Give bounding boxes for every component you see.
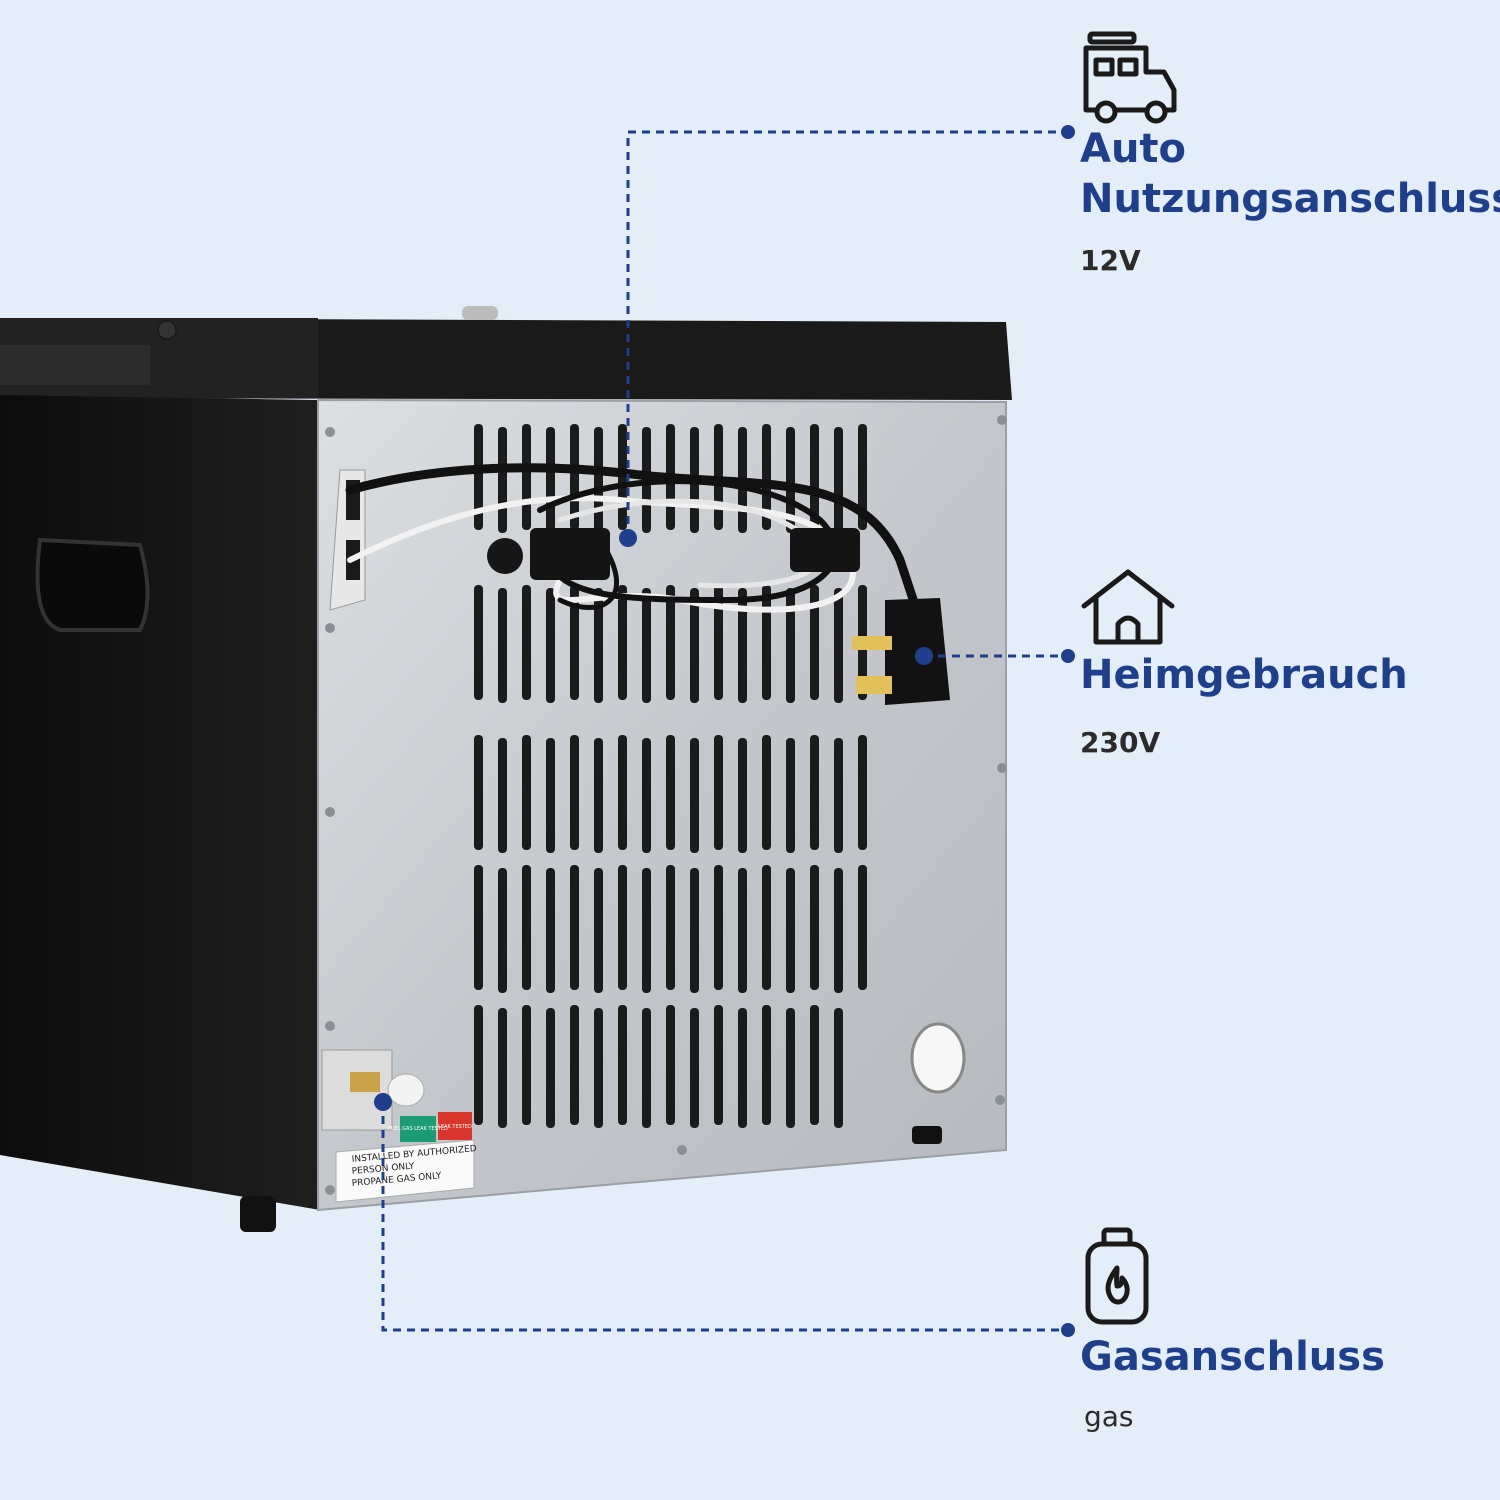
vent-slot — [786, 427, 795, 533]
vent-slot — [714, 1005, 723, 1125]
vent-slot — [834, 738, 843, 853]
carry-handle — [35, 537, 150, 632]
vent-slot — [498, 427, 507, 533]
feature-voltage-home: 230V — [1080, 726, 1161, 759]
vent-slot — [522, 735, 531, 850]
vent-slot — [738, 1008, 747, 1128]
vent-slot — [666, 865, 675, 990]
vent-slot — [618, 865, 627, 990]
vent-slot — [810, 865, 819, 990]
vent-slot — [546, 1008, 555, 1128]
feature-sub-gas: gas — [1084, 1400, 1134, 1433]
vent-slot — [834, 588, 843, 703]
vent-slot — [858, 424, 867, 530]
vent-slot — [642, 1008, 651, 1128]
vent-slot — [786, 738, 795, 853]
vent-slot — [810, 424, 819, 530]
feature-title-auto-line2: Nutzungsanschluss — [1080, 176, 1500, 222]
feature-voltage-auto: 12V — [1080, 244, 1141, 277]
vent-slot — [570, 424, 579, 530]
vent-slot — [474, 865, 483, 990]
vent-slot — [690, 1008, 699, 1128]
feature-title-gas: Gasanschluss — [1080, 1334, 1385, 1380]
vent-slots — [474, 424, 867, 1128]
camper-van-icon — [1083, 31, 1177, 124]
vent-slot — [738, 868, 747, 993]
fridge-side-panel — [0, 395, 320, 1210]
gas-cylinder-icon — [1085, 1227, 1149, 1325]
vent-slot — [546, 427, 555, 533]
vent-slot — [858, 865, 867, 990]
feature-title-home: Heimgebrauch — [1080, 652, 1408, 698]
vent-slot — [810, 735, 819, 850]
vent-slot — [810, 585, 819, 700]
vent-slot — [498, 738, 507, 853]
tag-red-text: LEAK TESTED — [438, 1124, 472, 1130]
vent-slot — [834, 1008, 843, 1128]
vent-slot — [546, 588, 555, 703]
vent-slot — [642, 868, 651, 993]
vent-slot — [762, 585, 771, 700]
vent-slot — [594, 427, 603, 533]
vent-slot — [666, 735, 675, 850]
vent-slot — [762, 424, 771, 530]
vent-slot — [522, 1005, 531, 1125]
vent-slot — [834, 868, 843, 993]
callout-line-auto — [626, 130, 1066, 538]
vent-slot — [738, 588, 747, 703]
vent-slot — [690, 588, 699, 703]
vent-slot — [570, 1005, 579, 1125]
vent-slot — [522, 585, 531, 700]
vent-slot — [714, 585, 723, 700]
vent-slot — [498, 868, 507, 993]
vent-slot — [690, 738, 699, 853]
vent-slot — [594, 588, 603, 703]
vent-slot — [762, 865, 771, 990]
vent-slot — [618, 735, 627, 850]
vent-slot — [666, 1005, 675, 1125]
vent-slot — [786, 868, 795, 993]
tag-green-text: FUEL GAS LEAK TESTED — [388, 1126, 448, 1132]
vent-slot — [522, 865, 531, 990]
vent-slot — [762, 735, 771, 850]
vent-slot — [570, 865, 579, 990]
vent-slot — [714, 865, 723, 990]
feature-title-auto: Auto Nutzungsanschluss — [1080, 124, 1500, 224]
vent-slot — [498, 1008, 507, 1128]
house-icon — [1081, 569, 1175, 645]
vent-slot — [498, 588, 507, 703]
vent-slot — [522, 424, 531, 530]
vent-slot — [474, 735, 483, 850]
callout-line-gas — [381, 1102, 1068, 1332]
vent-slot — [594, 738, 603, 853]
vent-slot — [546, 868, 555, 993]
vent-slot — [714, 735, 723, 850]
vent-slot — [786, 588, 795, 703]
vent-slot — [474, 424, 483, 530]
vent-slot — [474, 585, 483, 700]
vent-slot — [642, 588, 651, 703]
vent-slot — [546, 738, 555, 853]
vent-slot — [666, 585, 675, 700]
vent-slot — [690, 868, 699, 993]
vent-slot — [474, 1005, 483, 1125]
vent-slot — [786, 1008, 795, 1128]
vent-slot — [570, 585, 579, 700]
callout-lines — [381, 130, 1068, 1332]
vent-slot — [618, 585, 627, 700]
vent-slot — [834, 427, 843, 533]
vent-slot — [762, 1005, 771, 1125]
feature-title-auto-line1: Auto — [1080, 126, 1187, 172]
vent-slot — [594, 868, 603, 993]
vent-slot — [642, 738, 651, 853]
vent-slot — [810, 1005, 819, 1125]
vent-slot — [738, 738, 747, 853]
vent-slot — [618, 1005, 627, 1125]
vent-slot — [594, 1008, 603, 1128]
vent-slot — [570, 735, 579, 850]
vent-slot — [858, 735, 867, 850]
